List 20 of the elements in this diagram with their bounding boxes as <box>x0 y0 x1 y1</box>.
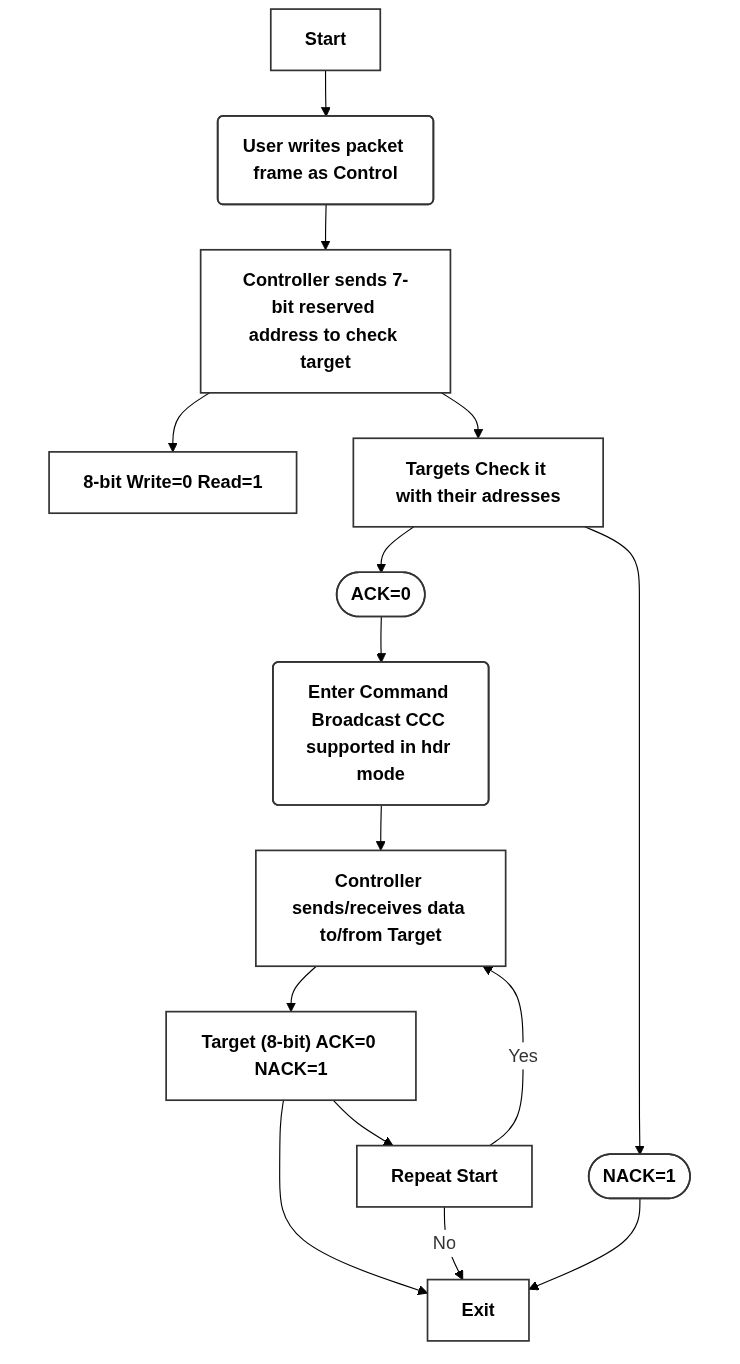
arrow <box>286 965 318 1013</box>
node-box: Exit <box>427 1278 531 1342</box>
arrow <box>376 616 387 663</box>
arrow <box>376 526 415 574</box>
arrow <box>584 526 646 1156</box>
node-box: Controller sends/receives data to/from Target <box>255 849 507 968</box>
arrow <box>321 204 331 251</box>
edge-label: Yes <box>508 1045 539 1065</box>
arrow <box>376 805 387 851</box>
arrow <box>168 392 211 453</box>
arrow <box>321 69 332 117</box>
node-box: Start <box>270 8 382 72</box>
edge-label: No <box>433 1233 457 1253</box>
node-box: 8-bit Write=0 Read=1 <box>48 451 298 515</box>
node-box: Target (8-bit) ACK=0 NACK=1 <box>165 1010 418 1102</box>
arrow <box>441 392 484 439</box>
arrow <box>332 1099 394 1147</box>
node-box: Repeat Start <box>356 1144 534 1208</box>
node-box: Targets Check it with their adresses <box>352 437 605 528</box>
node-box: Controller sends 7-bit reserved address to check target <box>200 248 452 394</box>
